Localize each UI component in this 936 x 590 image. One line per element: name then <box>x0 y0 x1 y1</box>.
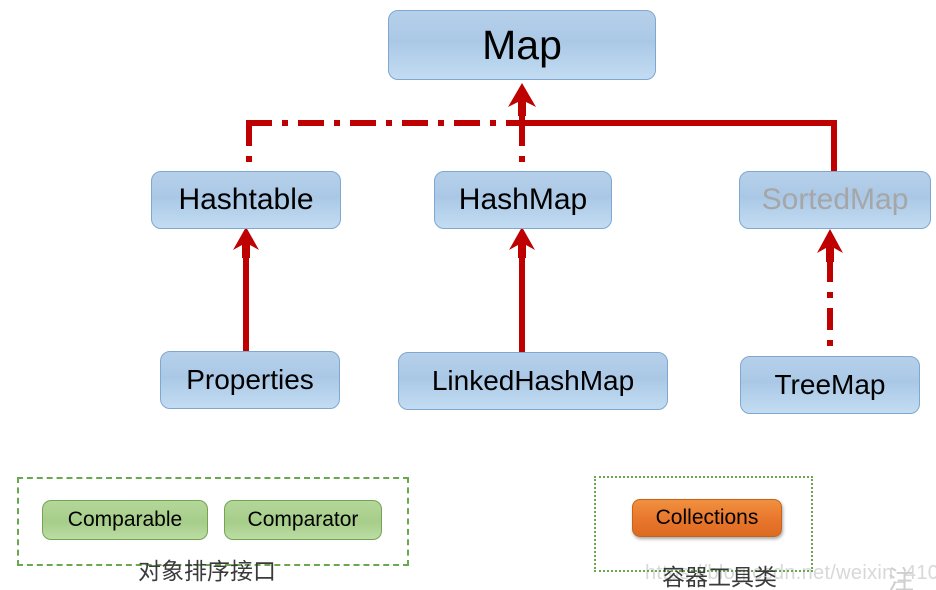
node-linkedhashmap-label: LinkedHashMap <box>431 365 635 396</box>
node-sortedmap[interactable]: SortedMap <box>739 171 931 229</box>
node-linkedhashmap[interactable]: LinkedHashMap <box>398 352 668 410</box>
chip-comparable-label: Comparable <box>67 508 183 531</box>
edge-stem-map <box>519 108 525 128</box>
edge-hashmap-to-map <box>519 124 525 172</box>
edge-linkedhashmap-to-hashmap <box>519 252 525 354</box>
watermark-logo: 注大 <box>888 566 915 590</box>
node-hashtable-label: Hashtable <box>178 183 314 216</box>
chip-comparator-label: Comparator <box>247 508 359 531</box>
edge-treemap-to-sortedmap <box>827 260 833 358</box>
chip-comparator[interactable]: Comparator <box>224 500 382 540</box>
edge-hashtable-to-map <box>246 124 252 172</box>
node-hashtable[interactable]: Hashtable <box>151 171 341 229</box>
node-map-label: Map <box>482 21 562 68</box>
edge-bus-extends <box>519 120 837 126</box>
chip-collections-label: Collections <box>655 506 759 529</box>
edge-bus-implements <box>246 120 524 126</box>
edge-sortedmap-to-map <box>831 124 837 172</box>
legend-utility-class <box>594 476 813 572</box>
node-hashmap-label: HashMap <box>458 183 588 216</box>
node-properties[interactable]: Properties <box>160 351 340 409</box>
legend-utility-caption: 容器工具类 <box>662 564 777 590</box>
node-hashmap[interactable]: HashMap <box>434 171 612 229</box>
arrowhead-hashmap <box>509 227 535 258</box>
node-sortedmap-label: SortedMap <box>761 183 909 216</box>
legend-sorting-caption: 对象排序接口 <box>138 558 276 584</box>
arrowhead-sortedmap <box>817 229 843 262</box>
legend-sorting-interfaces <box>17 477 409 566</box>
chip-collections[interactable]: Collections <box>632 499 782 537</box>
node-properties-label: Properties <box>186 364 314 395</box>
edge-properties-to-hashtable <box>243 252 249 352</box>
watermark-text: https://blog.csdn.net/weixin_41005183 <box>645 562 936 584</box>
node-map[interactable]: Map <box>388 10 656 80</box>
node-treemap[interactable]: TreeMap <box>740 356 920 414</box>
arrowhead-map <box>508 83 536 116</box>
arrowhead-hashtable <box>233 227 259 258</box>
chip-comparable[interactable]: Comparable <box>42 500 208 540</box>
node-treemap-label: TreeMap <box>774 369 886 400</box>
